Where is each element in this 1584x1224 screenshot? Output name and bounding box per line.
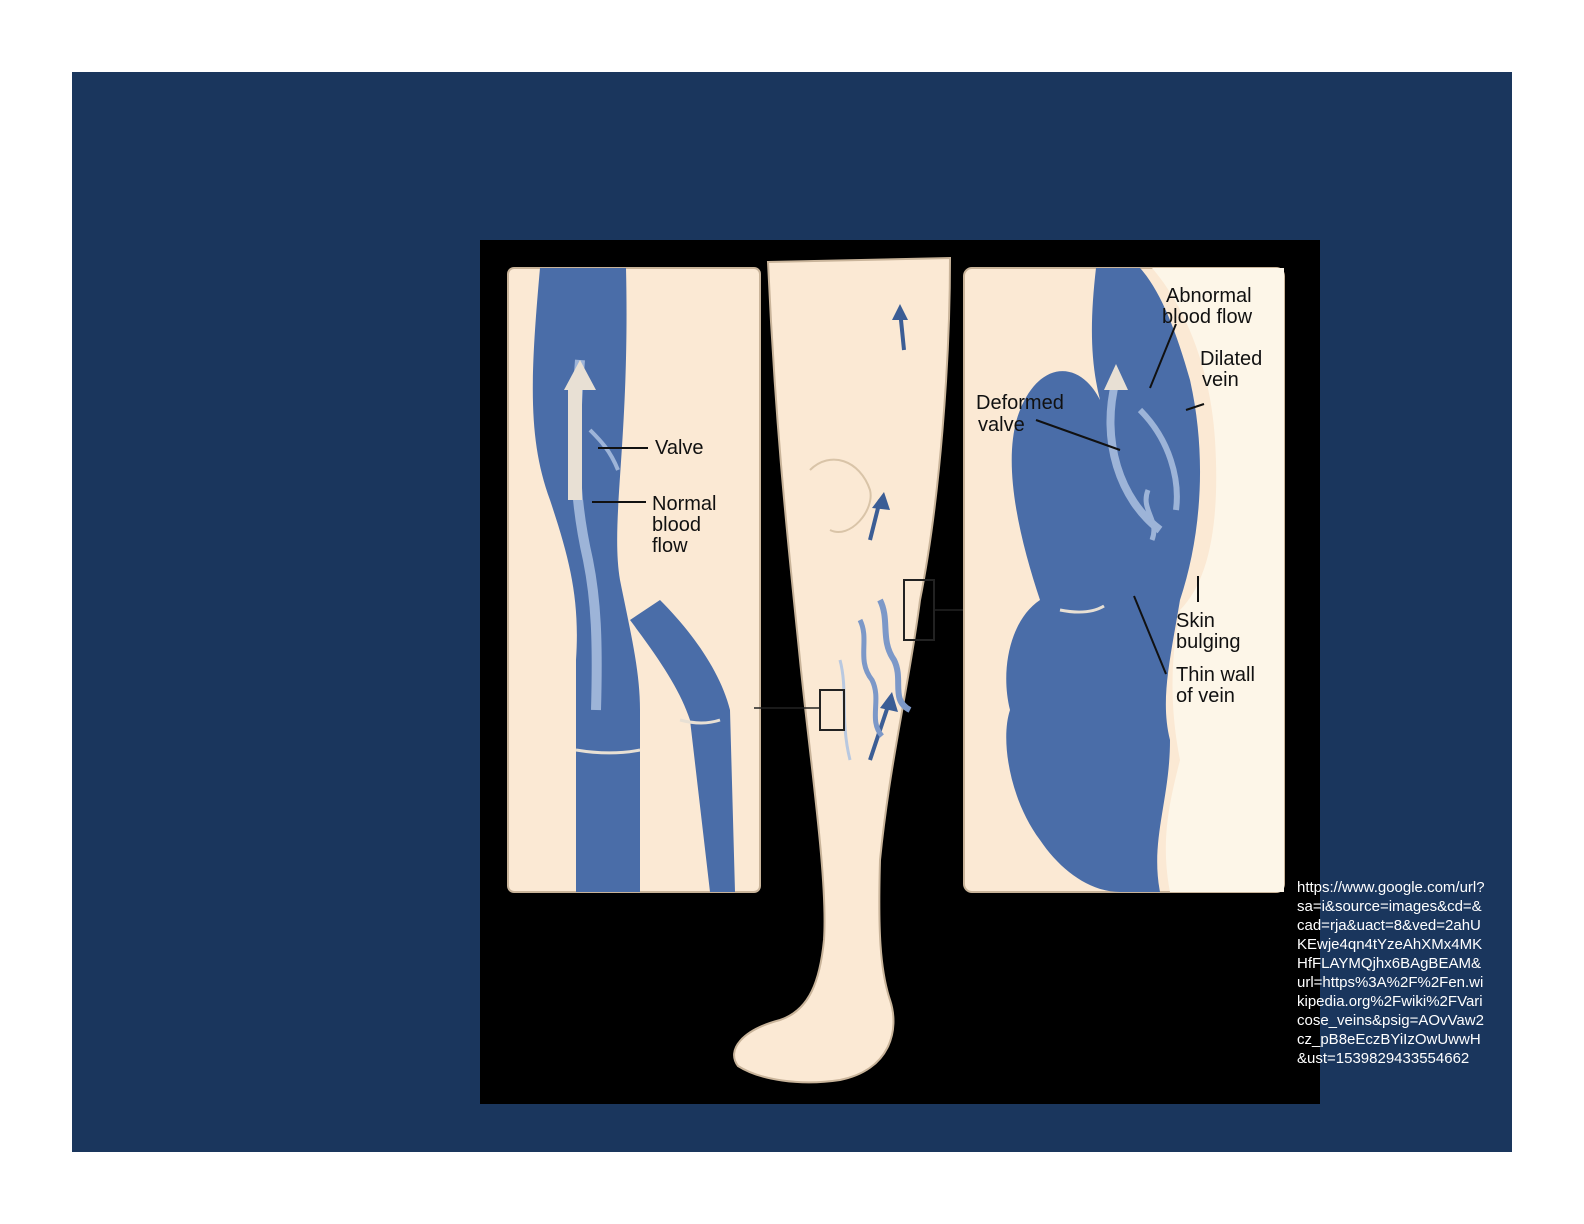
thin-wall-label-line-2: of vein	[1176, 685, 1235, 707]
varicose-vein-panel	[963, 267, 1285, 893]
dilated-vein-label-line-1: Dilated	[1200, 348, 1263, 370]
dilated-vein-label-line-2: vein	[1202, 369, 1239, 391]
diagram-drawing	[507, 256, 1285, 1084]
skin-bulging-label-line-2: bulging	[1176, 631, 1241, 653]
normal-blood-flow-label-line-2: blood	[652, 514, 701, 536]
abnormal-blood-flow-label-line-2: blood flow	[1162, 306, 1253, 328]
abnormal-blood-flow-label-line-1: Abnormal	[1166, 285, 1252, 307]
deformed-valve-label-line-2: valve	[978, 414, 1025, 436]
skin-bulging-label-line-1: Skin	[1176, 610, 1215, 632]
thin-wall-label-line-1: Thin wall	[1176, 664, 1255, 686]
slide-background: Valve Normal blood flow Abnormal blood f…	[72, 72, 1512, 1152]
leg-illustration	[733, 256, 966, 1084]
valve-label: Valve	[655, 437, 704, 459]
source-url-text: https://www.google.com/url?sa=i&source=i…	[1297, 879, 1485, 1067]
normal-blood-flow-label-line-1: Normal	[652, 493, 717, 515]
normal-blood-flow-label-line-3: flow	[652, 535, 688, 557]
normal-vein-panel	[507, 267, 761, 893]
varicose-vein-illustration: Valve Normal blood flow Abnormal blood f…	[480, 240, 1320, 1104]
deformed-valve-label-line-1: Deformed	[976, 392, 1064, 414]
